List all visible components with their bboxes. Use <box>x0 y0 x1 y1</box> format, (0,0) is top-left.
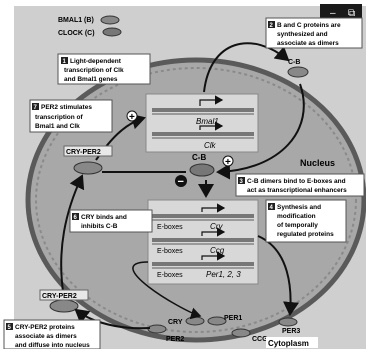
cry-per2-nuclear-icon <box>73 161 103 175</box>
step-5-callout: 5 CRY-PER2 proteins associate as dimers … <box>3 319 101 350</box>
arrow-cb-import <box>216 83 305 180</box>
step-5-line-1: CRY-PER2 proteins <box>15 324 75 331</box>
step-6-callout: 6 CRY binds and inhibits C-B <box>69 209 153 233</box>
gene-per: Per1, 2, 3 <box>206 270 241 279</box>
per2-protein-icon <box>147 324 167 334</box>
step-6-line-1: CRY binds and <box>81 214 127 221</box>
restore-icon[interactable]: ⧉ <box>348 8 355 19</box>
minus-sign-inhibition: − <box>178 176 184 188</box>
svg-text:1: 1 <box>63 59 67 65</box>
label-per1: PER1 <box>224 315 242 322</box>
step-2-line-1: B and C proteins are <box>277 22 341 29</box>
step-4-line-2: modification <box>277 213 316 220</box>
svg-text:3: 3 <box>240 179 244 185</box>
bmal1-transcription-arrow <box>199 95 224 106</box>
cry-protein-icon <box>185 316 205 326</box>
step-6-badge <box>72 213 79 220</box>
ccg-protein-icon <box>231 328 251 338</box>
step-1-line-2: transcription of Clk <box>64 67 124 74</box>
bmal1-protein-icon <box>100 15 120 25</box>
gene-bmal1: Bmal1 <box>196 117 219 126</box>
step-1-line-1: Light-dependent <box>70 58 122 65</box>
gene-ccg: Ccg <box>210 246 225 255</box>
step-4-line-3: of temporally <box>277 222 318 229</box>
ebox-label-3: E-boxes <box>157 272 183 279</box>
step-7-line-3: Bmal1 and Clk <box>35 123 80 130</box>
svg-text:7: 7 <box>34 105 38 111</box>
step-2-line-3: associate as dimers <box>277 40 339 47</box>
svg-text:4: 4 <box>270 205 274 211</box>
label-cry: CRY <box>168 319 183 326</box>
clock-protein-icon <box>102 27 122 37</box>
plus-sign-enhancer: + <box>225 157 231 168</box>
step-1-badge <box>61 57 68 64</box>
ebox-label-2: E-boxes <box>157 248 183 255</box>
label-cry-per2-nuclear: CRY-PER2 <box>66 149 101 156</box>
arrow-dimerize <box>74 308 151 330</box>
minimize-icon[interactable]: – <box>330 8 336 19</box>
step-3-line-2: act as transcriptional enhancers <box>247 187 347 194</box>
cry-per2-cytoplasm-icon <box>49 299 79 313</box>
window-control-bar <box>320 4 362 20</box>
step-6-line-2: inhibits C-B <box>81 223 118 230</box>
label-cb-center: C-B <box>192 153 206 162</box>
step-2-line-2: synthesized and <box>277 31 328 38</box>
label-ccg: CCG <box>252 336 268 343</box>
per1-protein-icon <box>207 316 227 326</box>
label-per2: PER2 <box>166 336 184 343</box>
label-per3: PER3 <box>282 328 300 335</box>
label-clock: CLOCK (C) <box>58 30 95 37</box>
step-4-badge <box>268 203 275 210</box>
per3-protein-icon <box>278 317 298 327</box>
step-7-line-2: transcription of <box>35 114 84 121</box>
label-cb-top: C-B <box>288 59 300 66</box>
step-1-callout: 1 Light-dependent transcription of Clk a… <box>57 53 151 85</box>
step-3-callout: 3 C-B dimers bind to E-boxes and act as … <box>235 173 365 197</box>
label-bmal1: BMAL1 (B) <box>58 17 94 24</box>
step-5-line-3: and diffuse into nucleus <box>15 342 90 349</box>
label-cytoplasm: Cytoplasm <box>268 339 309 348</box>
step-3-badge <box>238 177 245 184</box>
step-5-badge <box>6 323 13 330</box>
dna-clk-bmal1-box <box>145 93 259 153</box>
label-nucleus: Nucleus <box>300 158 335 168</box>
ebox-label-1: E-boxes <box>157 224 183 231</box>
gene-clk: Clk <box>204 141 217 150</box>
step-7-callout: 7 PER2 stimulates transcription of Bmal1… <box>29 99 113 133</box>
cb-dimer-top-icon <box>287 66 309 78</box>
arrow-to-cytoplasm-proteins <box>132 261 202 320</box>
svg-text:2: 2 <box>270 23 274 29</box>
step-4-line-4: regulated proteins <box>277 231 334 238</box>
nuclear-pores <box>35 67 357 333</box>
step-2-badge <box>268 21 275 28</box>
arrow-synthesis-bc <box>203 42 290 93</box>
arrow-nuclear-entry <box>60 174 85 299</box>
step-2-callout: 2 B and C proteins are synthesized and a… <box>265 17 363 49</box>
cb-dimer-center-icon <box>189 163 215 177</box>
step-7-line-1: PER2 stimulates <box>41 104 92 111</box>
plus-sign-stimulation: + <box>129 112 135 123</box>
gene-cry: Cry <box>210 222 223 231</box>
step-4-callout: 4 Synthesis and modification of temporal… <box>265 199 347 243</box>
step-5-line-2: associate as dimers <box>15 333 77 340</box>
svg-text:5: 5 <box>8 325 12 331</box>
step-7-badge <box>32 103 39 110</box>
svg-text:6: 6 <box>74 215 78 221</box>
label-cry-per2-cytoplasm: CRY-PER2 <box>42 293 77 300</box>
step-3-line-1: C-B dimers bind to E-boxes and <box>247 178 346 185</box>
step-4-line-1: Synthesis and <box>277 204 321 211</box>
step-1-line-3: and Bmal1 genes <box>64 76 118 83</box>
